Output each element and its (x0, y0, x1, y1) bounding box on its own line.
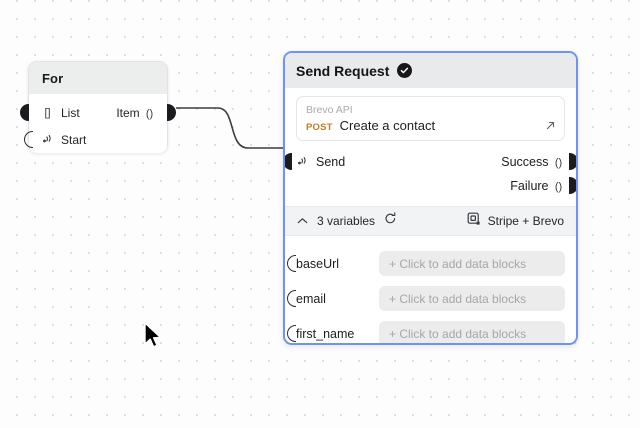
for-row-start[interactable]: Start (24, 126, 167, 153)
edge-for-item-to-send (176, 107, 284, 149)
node-send-request-title: Send Request (296, 62, 390, 79)
api-operation-label: Create a contact (339, 118, 436, 133)
refresh-icon[interactable] (384, 212, 397, 230)
node-for-header[interactable]: For (29, 62, 167, 94)
variable-row-email[interactable]: email + Click to add data blocks (287, 281, 565, 316)
integration-label: Stripe + Brevo (487, 214, 564, 228)
variable-input-baseurl[interactable]: + Click to add data blocks (379, 251, 565, 276)
node-for-body: [] List Item () (20, 94, 176, 153)
port-variable-baseurl[interactable] (287, 255, 296, 272)
variable-name-baseurl: baseUrl (296, 256, 340, 271)
for-row-list[interactable]: [] List Item () (20, 99, 176, 126)
parens-icon: () (554, 157, 563, 169)
variables-count-label: 3 variables (317, 214, 376, 228)
arrow-pointer-cursor (144, 322, 164, 352)
port-for-input-list[interactable] (20, 104, 29, 121)
signal-icon (41, 133, 54, 147)
variable-input-email[interactable]: + Click to add data blocks (379, 286, 565, 311)
api-operation-card[interactable]: Brevo API POST Create a contact (296, 96, 565, 141)
parens-icon: () (145, 107, 154, 120)
variable-row-first-name[interactable]: first_name + Click to add data blocks (287, 316, 565, 343)
port-for-output-item[interactable] (167, 104, 176, 121)
signal-icon (296, 155, 309, 169)
variables-list: baseUrl + Click to add data blocks email… (287, 236, 565, 343)
port-failure-output[interactable] (569, 177, 576, 194)
integration-square-icon (467, 212, 481, 231)
io-rows: Send Success () Failure () (285, 150, 576, 198)
node-for-title: For (42, 70, 64, 86)
brackets-icon: [] (44, 106, 51, 119)
success-output-label: Success () (501, 155, 565, 169)
port-variable-email[interactable] (287, 290, 296, 307)
node-for[interactable]: For [] List Item () (20, 61, 176, 153)
api-provider-label: Brevo API (306, 104, 353, 116)
for-output-item-label: Item () (116, 106, 156, 120)
variable-input-first-name[interactable]: + Click to add data blocks (379, 321, 565, 343)
for-input-start-label: Start (61, 132, 87, 147)
variable-name-email: email (296, 291, 326, 306)
parens-icon: () (554, 181, 563, 193)
node-send-request-header[interactable]: Send Request (285, 53, 576, 88)
port-success-output[interactable] (569, 153, 576, 170)
for-input-list-label: List (61, 105, 80, 120)
io-row-failure[interactable]: Failure () (296, 174, 576, 198)
chevron-up-icon[interactable] (297, 212, 308, 230)
node-send-request[interactable]: Send Request Brevo API POST Create a con… (283, 51, 578, 345)
api-method-badge: POST (306, 122, 333, 133)
io-row-send-success[interactable]: Send Success () (285, 150, 576, 174)
failure-output-label: Failure () (510, 179, 565, 193)
send-input-label: Send (316, 155, 346, 169)
port-variable-first-name[interactable] (287, 325, 296, 342)
node-send-request-body: Brevo API POST Create a contact (285, 88, 576, 343)
port-send-input[interactable] (285, 153, 292, 170)
check-circle-icon (397, 63, 413, 78)
port-for-input-start[interactable] (24, 131, 33, 148)
variable-name-first-name: first_name (296, 326, 355, 341)
variable-row-baseurl[interactable]: baseUrl + Click to add data blocks (287, 246, 565, 281)
variables-toolbar[interactable]: 3 variables (285, 206, 576, 236)
external-link-arrow-icon[interactable] (545, 120, 556, 134)
